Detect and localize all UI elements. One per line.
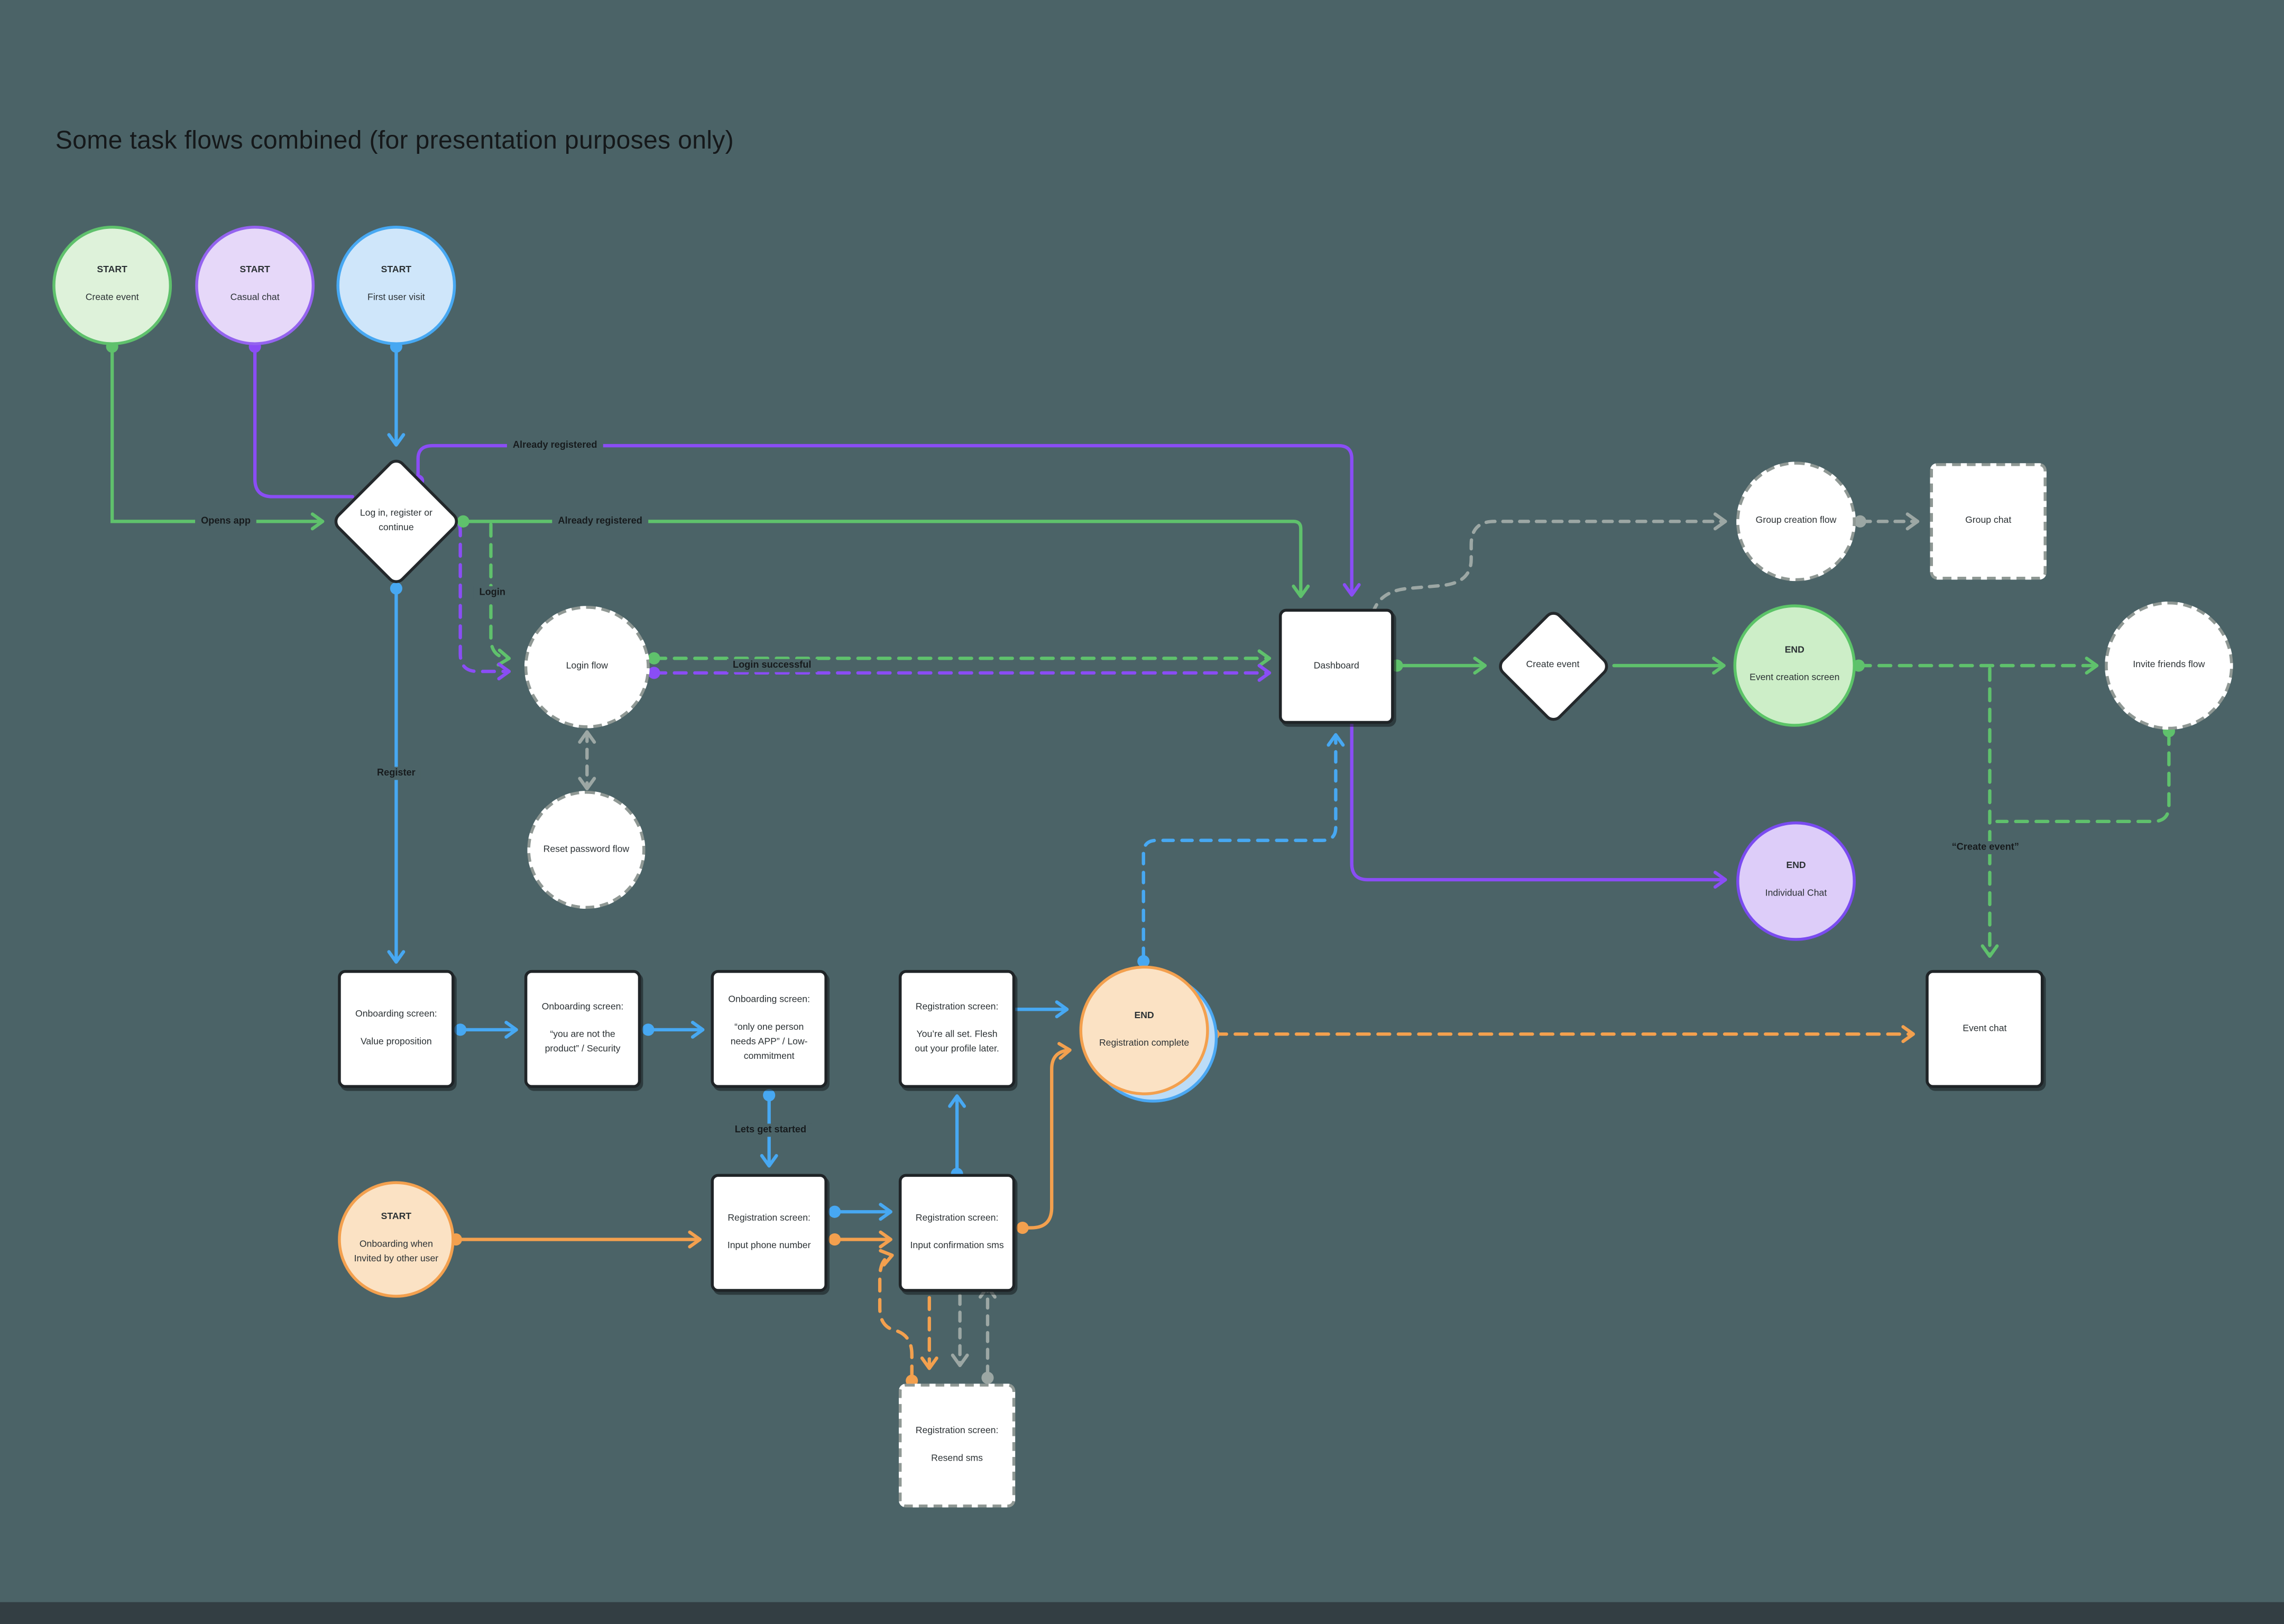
edge-label-create-event-quoted: “Create event”: [1946, 841, 2025, 854]
edge-label-already-registered-mid: Already registered: [552, 514, 648, 528]
node-label: Input confirmation sms: [910, 1241, 1004, 1251]
node-registration-all-set[interactable]: Registration screen: You’re all set. Fle…: [898, 970, 1016, 1088]
screen-heading: Registration screen:: [915, 1426, 999, 1436]
node-label: Casual chat: [230, 293, 280, 303]
node-start-first-user-visit[interactable]: START First user visit: [336, 226, 456, 345]
node-dashboard[interactable]: Dashboard: [1278, 608, 1394, 724]
node-registration-resend[interactable]: Registration screen: Resend sms: [898, 1383, 1016, 1508]
node-group-creation-flow[interactable]: Group creation flow: [1736, 462, 1856, 582]
node-end-registration-complete[interactable]: END Registration complete: [1079, 965, 1209, 1095]
node-label: Registration complete: [1099, 1038, 1190, 1048]
node-start-casual-chat[interactable]: START Casual chat: [195, 226, 315, 345]
node-invite-friends-flow[interactable]: Invite friends flow: [2105, 601, 2233, 730]
edge-label-lets-get-started: Lets get started: [729, 1123, 813, 1137]
edge-label-already-registered-top: Already registered: [506, 439, 603, 453]
node-label: “only one person needs APP” / Low-commit…: [730, 1022, 808, 1062]
node-label: “you are not the product” / Security: [545, 1029, 621, 1055]
node-label: Create event: [85, 293, 139, 303]
node-onboarding-value-proposition[interactable]: Onboarding screen: Value proposition: [338, 970, 455, 1088]
node-end-event-creation[interactable]: END Event creation screen: [1733, 604, 1856, 727]
edge-label-register: Register: [371, 767, 421, 780]
node-event-chat[interactable]: Event chat: [1926, 970, 2044, 1088]
edge-label-opens-app: Opens app: [195, 514, 257, 528]
node-label: Invite friends flow: [2133, 660, 2205, 670]
node-reset-password-flow[interactable]: Reset password flow: [527, 791, 646, 909]
screen-heading: Registration screen:: [915, 1213, 999, 1224]
node-label: First user visit: [367, 293, 425, 303]
node-label: Event chat: [1963, 1023, 2007, 1034]
node-login-flow[interactable]: Login flow: [524, 606, 650, 728]
node-label: Dashboard: [1313, 660, 1359, 671]
node-registration-phone[interactable]: Registration screen: Input phone number: [711, 1174, 827, 1292]
bottom-window-bar: [0, 1602, 2284, 1624]
end-badge: END: [1784, 645, 1804, 656]
node-label: Log in, register or continue: [360, 509, 432, 533]
screen-heading: Registration screen:: [915, 1002, 999, 1013]
node-group-chat[interactable]: Group chat: [1930, 463, 2047, 580]
end-badge: END: [1786, 861, 1806, 872]
node-onboarding-low-commitment[interactable]: Onboarding screen: “only one person need…: [711, 970, 827, 1088]
node-label: Login flow: [566, 661, 608, 672]
node-label: Group creation flow: [1755, 515, 1837, 527]
node-label: Value proposition: [360, 1037, 432, 1047]
start-badge: START: [97, 265, 127, 276]
screen-heading: Onboarding screen:: [355, 1009, 437, 1020]
start-badge: START: [381, 265, 412, 276]
node-onboarding-security[interactable]: Onboarding screen: “you are not the prod…: [524, 970, 641, 1088]
edge-label-login-successful: Login successful: [726, 659, 817, 672]
edge-label-login: Login: [473, 586, 511, 599]
node-label: Onboarding when Invited by other user: [354, 1240, 439, 1265]
screen-heading: Registration screen:: [727, 1213, 811, 1224]
node-label: Create event: [1526, 660, 1580, 670]
node-label: Group chat: [1965, 515, 2012, 526]
node-end-individual-chat[interactable]: END Individual Chat: [1736, 821, 1856, 941]
start-badge: START: [381, 1212, 412, 1223]
node-label: You’re all set. Flesh out your profile l…: [915, 1029, 999, 1055]
node-registration-sms[interactable]: Registration screen: Input confirmation …: [898, 1174, 1016, 1292]
node-start-onboarding-invited[interactable]: START Onboarding when Invited by other u…: [338, 1181, 455, 1298]
node-label: Individual Chat: [1765, 889, 1827, 899]
screen-heading: Onboarding screen:: [541, 1002, 624, 1013]
node-label: Reset password flow: [543, 844, 630, 855]
start-badge: START: [240, 265, 270, 276]
node-start-create-event[interactable]: START Create event: [52, 226, 172, 345]
end-badge: END: [1134, 1010, 1154, 1021]
node-decision-create-event[interactable]: Create event: [1494, 607, 1611, 725]
screen-heading: Onboarding screen:: [728, 995, 811, 1005]
node-label: Input phone number: [727, 1241, 811, 1251]
node-label: Event creation screen: [1749, 673, 1840, 684]
node-decision-login-register[interactable]: Log in, register or continue: [330, 455, 463, 588]
page-title: Some task flows combined (for presentati…: [55, 125, 734, 155]
node-label: Resend sms: [931, 1453, 983, 1464]
